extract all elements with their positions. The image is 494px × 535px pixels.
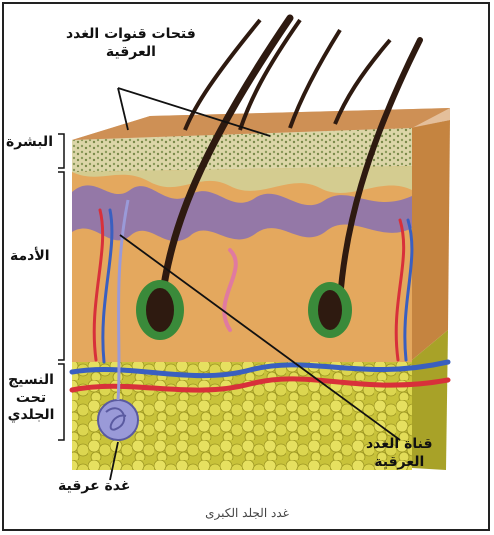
subcutaneous-label: النسيج تحت الجلدي (6, 372, 56, 425)
pores-label: فتحات قنوات الغدد العرقية (66, 26, 196, 61)
figure-caption: غدد الجلد الكبرى (0, 506, 494, 520)
sweat-gland-label: غدة عرقية (58, 478, 130, 496)
epidermis-label: البشرة (6, 134, 53, 152)
sweat-duct-label: قناة الغدد العرقية (366, 436, 433, 471)
dermis-label: الأدمة (10, 248, 50, 266)
block-side-face (410, 120, 450, 470)
layer-brackets (58, 134, 64, 440)
